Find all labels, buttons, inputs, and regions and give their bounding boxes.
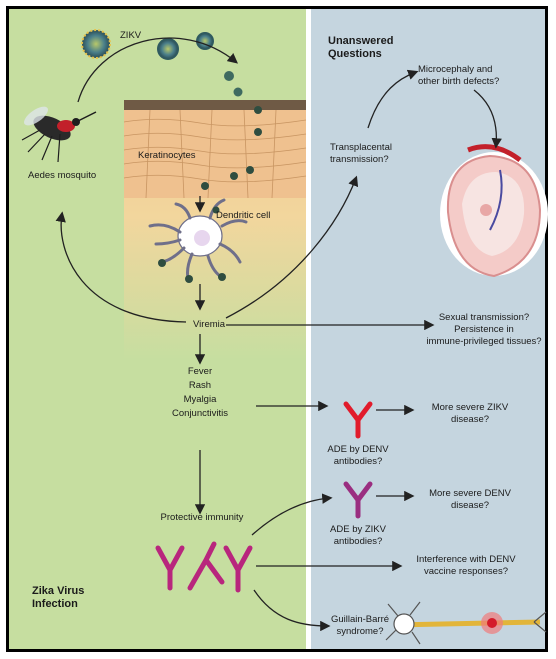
panel-divider [306, 9, 311, 649]
virus-icon [246, 166, 254, 174]
virus-icon [234, 88, 243, 97]
virus-icon [230, 172, 238, 180]
label-protective: Protective immunity [161, 512, 244, 523]
virus-icon [201, 182, 209, 190]
symptom-item: Rash [189, 380, 211, 391]
virus-icon [254, 106, 262, 114]
label-viremia: Viremia [193, 319, 226, 330]
symptom-item: Conjunctivitis [172, 408, 228, 419]
symptom-item: Myalgia [184, 394, 217, 405]
virus-icon [82, 30, 110, 58]
label-keratinocytes: Keratinocytes [138, 150, 196, 161]
label-zikv: ZIKV [120, 30, 142, 41]
virus-icon [224, 71, 234, 81]
label-aedes: Aedes mosquito [28, 170, 96, 181]
virus-icon [254, 128, 262, 136]
skin-layer [124, 100, 306, 198]
symptom-item: Fever [188, 366, 212, 377]
label-dendritic: Dendritic cell [216, 210, 270, 221]
virus-icon [158, 39, 178, 59]
